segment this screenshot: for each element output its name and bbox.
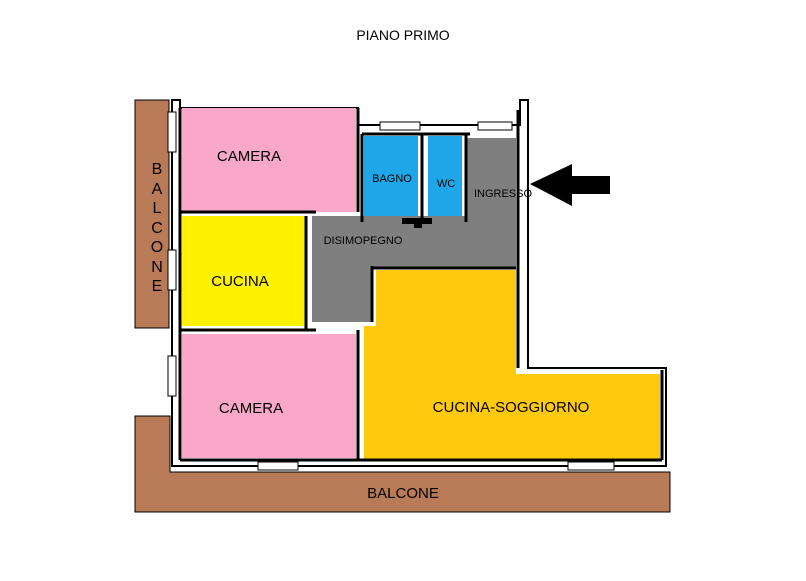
- label-wc: WC: [437, 178, 455, 190]
- balcone-letter: B: [151, 161, 163, 178]
- room-disimpegno: [312, 138, 516, 322]
- label-balcone-left: B A L C O N E: [142, 160, 172, 297]
- room-cucina: [182, 216, 306, 326]
- label-ingresso: INGRESSO: [474, 188, 533, 200]
- interior-walls: [178, 108, 664, 462]
- label-cucina: CUCINA: [211, 273, 269, 290]
- balcone-letter: E: [151, 278, 163, 295]
- room-bagno: [364, 136, 418, 220]
- room-wc: [428, 136, 462, 220]
- label-bagno: BAGNO: [372, 173, 412, 185]
- balcone-letter: C: [151, 219, 163, 237]
- room-camera-top: [182, 108, 356, 212]
- balcone-left: [134, 99, 170, 329]
- room-camera-bottom: [182, 334, 356, 458]
- balcone-letter: O: [150, 239, 164, 256]
- plan-title: PIANO PRIMO: [356, 27, 450, 43]
- room-cucina-soggiorno: [364, 270, 660, 460]
- label-cucina-soggiorno: CUCINA-SOGGIORNO: [433, 399, 590, 416]
- label-balcone-bottom: BALCONE: [367, 485, 439, 502]
- label-camera-top: CAMERA: [217, 148, 281, 165]
- door-stem: [414, 218, 422, 228]
- entrance-arrow-icon: [530, 164, 610, 206]
- label-camera-bottom: CAMERA: [219, 400, 283, 417]
- label-disimpegno: DISIMOPEGNO: [324, 235, 403, 247]
- balcone-bottom: [134, 415, 671, 513]
- balcone-letter: L: [152, 200, 162, 217]
- balcone-letter: A: [151, 180, 163, 198]
- windows: [167, 111, 615, 471]
- balcone-letter: N: [151, 258, 163, 276]
